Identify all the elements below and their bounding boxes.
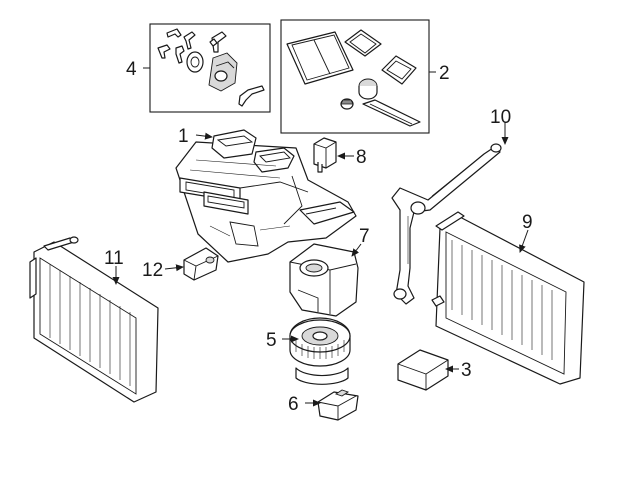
part-10-pipe bbox=[391, 143, 502, 305]
callout-12: 12 bbox=[142, 260, 163, 281]
callout-6: 6 bbox=[288, 394, 299, 415]
part-12-actuator bbox=[183, 247, 219, 281]
part-6-resistor bbox=[317, 389, 359, 421]
callout-4: 4 bbox=[126, 59, 137, 80]
callout-labels: 4 2 1 8 10 7 9 11 12 5 6 3 bbox=[104, 59, 533, 415]
callout-7: 7 bbox=[359, 226, 370, 247]
part-3-module bbox=[397, 349, 449, 391]
kit-2-box bbox=[280, 19, 430, 134]
callout-9: 9 bbox=[522, 212, 533, 233]
callout-10: 10 bbox=[490, 107, 511, 128]
leader-lines bbox=[112, 67, 529, 407]
part-9-heater-core bbox=[431, 211, 585, 385]
callout-11: 11 bbox=[104, 248, 124, 269]
callout-5: 5 bbox=[266, 330, 277, 351]
part-group-4-kit bbox=[149, 23, 271, 113]
callout-2: 2 bbox=[439, 63, 450, 84]
part-11-evaporator bbox=[29, 236, 159, 403]
part-8-sensor bbox=[313, 137, 337, 173]
part-7-blower-housing bbox=[289, 243, 359, 317]
part-group-2-kit bbox=[280, 19, 430, 134]
part-5-blower-motor bbox=[289, 317, 351, 385]
callout-3: 3 bbox=[461, 360, 472, 381]
callout-8: 8 bbox=[356, 147, 367, 168]
callout-1: 1 bbox=[178, 126, 189, 147]
part-1-hvac-housing bbox=[175, 129, 357, 263]
